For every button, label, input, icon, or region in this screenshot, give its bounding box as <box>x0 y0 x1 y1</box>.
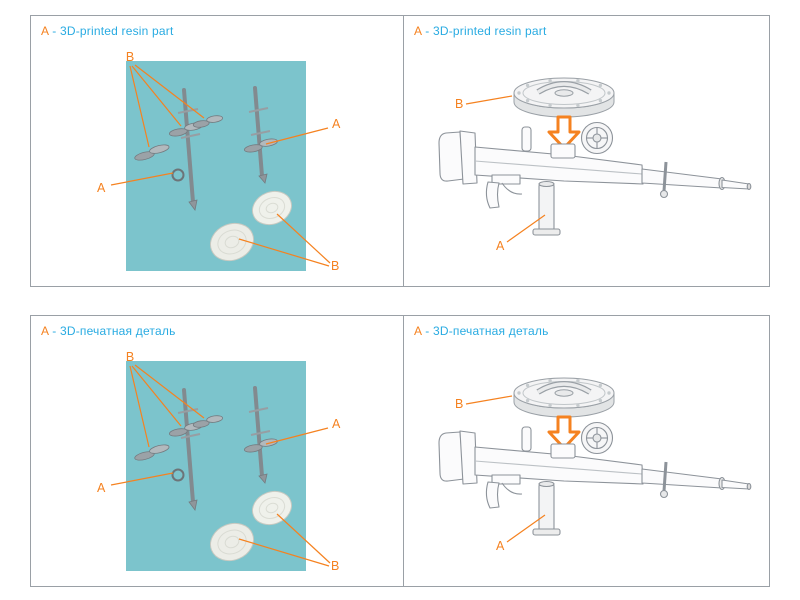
drum-rivets <box>517 78 611 108</box>
part-letter: A <box>414 24 423 38</box>
callout-lines <box>465 395 546 543</box>
sprue-rods <box>182 386 264 504</box>
sprue-crossbars <box>177 407 271 439</box>
gun-stock <box>438 431 465 482</box>
callout-b-drum: B <box>455 397 463 411</box>
part-description: - 3D-печатная деталь <box>425 324 549 338</box>
gun-drawing <box>438 121 752 236</box>
panel-title: A- 3D-printed resin part <box>414 24 547 38</box>
panel-parts-photo-en: A- 3D-printed resin part <box>31 16 404 286</box>
gun-barrel <box>641 168 723 189</box>
part-description: - 3D-печатная деталь <box>52 324 176 338</box>
callout-b-drum: B <box>455 97 463 111</box>
panel-title: A- 3D-печатная деталь <box>41 324 176 338</box>
part-letter: A <box>414 324 423 338</box>
sprue-crossbars <box>177 107 271 139</box>
row-russian: A- 3D-печатная деталь <box>30 315 770 587</box>
callout-b-top: B <box>126 350 134 364</box>
resin-parts-photo: B A A B <box>97 350 341 573</box>
panel-title: A- 3D-печатная деталь <box>414 324 549 338</box>
part-letter: A <box>41 24 50 38</box>
callout-lines <box>110 364 331 567</box>
callout-labels: B A <box>455 97 505 253</box>
callout-a-left: A <box>97 481 106 495</box>
panel-title: A- 3D-printed resin part <box>41 24 174 38</box>
part-description: - 3D-printed resin part <box>52 24 174 38</box>
callout-a-right: A <box>332 417 341 431</box>
panel-assembly-ru: A- 3D-печатная деталь <box>404 316 769 586</box>
callout-a-gun: A <box>496 539 505 553</box>
callout-b-bottom: B <box>331 559 339 573</box>
row-english: A- 3D-printed resin part <box>30 15 770 287</box>
callout-labels: B A A B <box>97 50 341 273</box>
callout-a-gun: A <box>496 239 505 253</box>
resin-parts <box>134 115 278 211</box>
callout-labels: B A <box>455 397 505 553</box>
part-description: - 3D-printed resin part <box>425 24 547 38</box>
callout-b-top: B <box>126 50 134 64</box>
panel-parts-photo-ru: A- 3D-печатная деталь <box>31 316 404 586</box>
gun-pintle-post <box>538 483 555 531</box>
gun-grip <box>485 481 500 509</box>
callout-lines <box>110 64 331 267</box>
callout-a-right: A <box>332 117 341 131</box>
resin-discs <box>210 190 292 262</box>
assembly-diagram: B A <box>438 377 752 553</box>
gun-pintle-post <box>538 183 555 231</box>
down-arrow-icon <box>547 415 581 450</box>
drum-magazine <box>513 377 615 418</box>
gun-drawing <box>438 421 752 536</box>
assembly-diagram: B A <box>438 77 752 253</box>
resin-discs <box>210 490 292 562</box>
gun-grip <box>485 181 500 209</box>
callout-a-left: A <box>97 181 106 195</box>
callout-labels: B A A B <box>97 350 341 573</box>
resin-parts <box>134 415 278 511</box>
callout-lines <box>465 95 546 243</box>
panel-assembly-en: A- 3D-printed resin part <box>404 16 769 286</box>
gun-stock <box>438 131 465 182</box>
gun-barrel <box>641 468 723 489</box>
drum-magazine <box>513 77 615 118</box>
sprue-rods <box>182 86 264 204</box>
down-arrow-icon <box>547 115 581 150</box>
part-letter: A <box>41 324 50 338</box>
callout-b-bottom: B <box>331 259 339 273</box>
drum-rivets <box>517 378 611 408</box>
resin-parts-photo: B A A B <box>97 50 341 273</box>
